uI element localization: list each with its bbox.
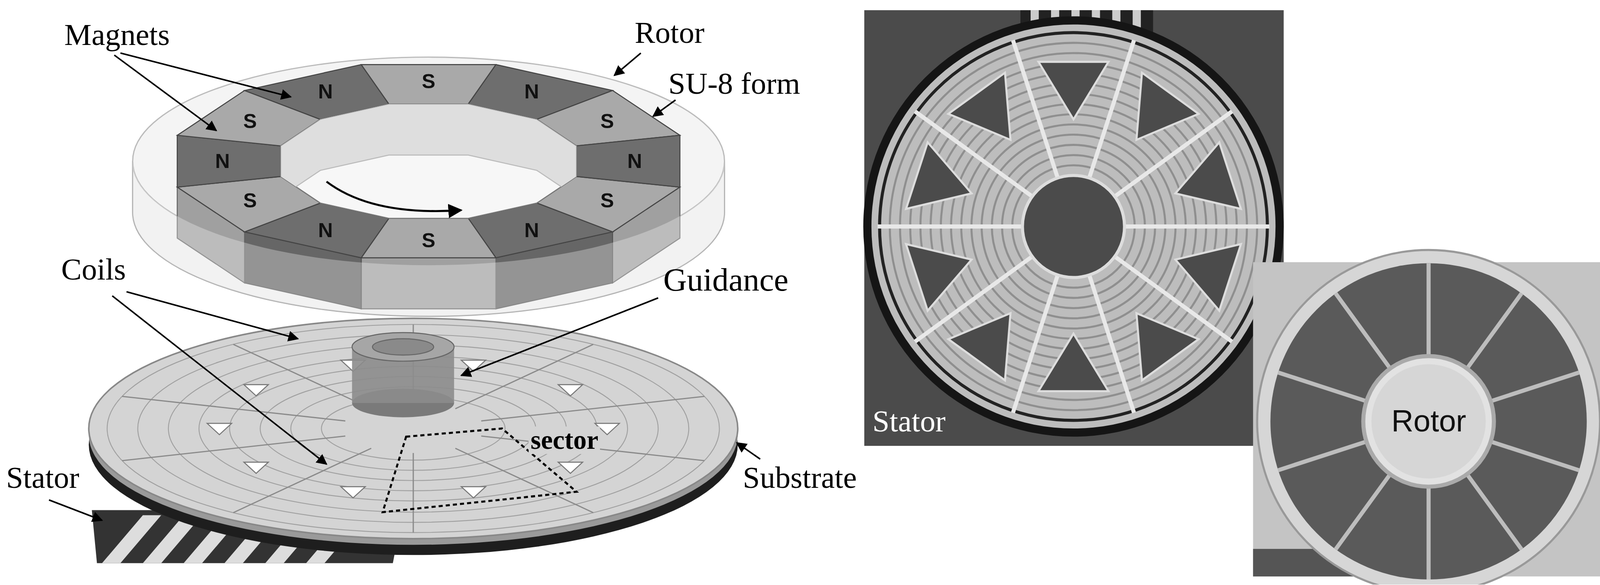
stator-photo-frame: Stator: [864, 10, 1284, 446]
leader-lines: [48, 53, 760, 521]
part-label: Stator: [5, 461, 79, 494]
magnet-pole: S: [243, 110, 257, 133]
rotor: [132, 57, 725, 317]
photo-label: Stator: [872, 405, 946, 438]
guidance-pin: [352, 332, 455, 418]
rotor-photo-frame: Rotor: [1252, 262, 1600, 577]
magnet-pole: S: [600, 110, 614, 133]
region-label: sector: [528, 426, 601, 455]
magnet-pole: N: [524, 81, 540, 103]
magnet-pole: S: [600, 190, 614, 213]
magnet-pole: N: [627, 150, 643, 173]
photo-label: Rotor: [1391, 405, 1466, 438]
part-label: SU-8 form: [668, 67, 801, 100]
part-label: Guidance: [663, 263, 789, 298]
rotor-photo: [1252, 249, 1600, 585]
magnet-pole: S: [421, 229, 436, 252]
part-label: Magnets: [64, 18, 171, 51]
magnet-pole: N: [318, 81, 334, 103]
magnet-pole: N: [318, 219, 334, 242]
magnet-pole: N: [215, 150, 230, 173]
part-label: Substrate: [742, 461, 858, 494]
magnet-pole: S: [421, 70, 436, 93]
part-label: Rotor: [634, 16, 705, 49]
part-label: Coils: [61, 252, 126, 286]
magnet-pole: S: [243, 190, 257, 213]
stator-photo: [863, 10, 1284, 446]
magnet-pole: N: [524, 219, 540, 242]
